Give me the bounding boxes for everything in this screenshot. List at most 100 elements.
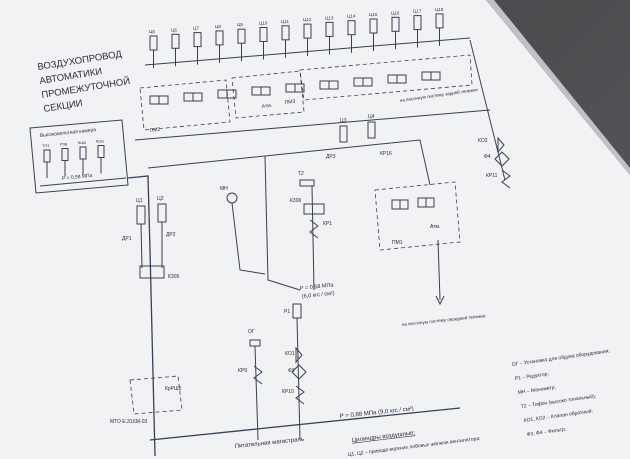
paper-shadow-edge bbox=[486, 0, 630, 175]
pressure-low: Р = 0,58 МПа bbox=[62, 173, 93, 182]
top-cylinder-label: Ц7 bbox=[193, 26, 199, 31]
high-voltage-box: Высоковольтная камера ТП1 РЗ8 КШ2 КШ1 Р = 0… bbox=[29, 119, 129, 194]
dr1-label: ДР1 bbox=[122, 236, 132, 242]
valve-k306 bbox=[303, 203, 325, 215]
valve-k305 bbox=[139, 265, 165, 279]
top-cylinder-label: Ц8 bbox=[215, 24, 221, 29]
top-cylinder: Ц17 bbox=[413, 9, 422, 48]
top-cylinder-label: Ц16 bbox=[391, 10, 400, 15]
ko2-label: КО2 bbox=[478, 138, 488, 144]
c2-label: Ц2 bbox=[157, 196, 164, 202]
hv-component-label: КШ2 bbox=[78, 140, 87, 145]
top-cylinder: Ц13 bbox=[325, 15, 334, 55]
top-cylinder-label: Ц13 bbox=[325, 15, 334, 20]
ko1-label: КО1 bbox=[285, 351, 295, 357]
left-cylinders: Ц1 Ц2 ДР1 ДР2 К305 bbox=[122, 196, 179, 280]
k306-label: К306 bbox=[290, 198, 301, 204]
f4-label: Ф4 bbox=[484, 154, 491, 160]
top-cylinder: Ц7 bbox=[193, 26, 202, 65]
pm2-label: ПМ2 bbox=[149, 127, 160, 134]
kp10-label: КР10 bbox=[282, 389, 294, 395]
k305-label: К305 bbox=[168, 274, 179, 280]
top-cylinder-label: Ц18 bbox=[435, 7, 444, 12]
mto-block: КрРШ5 МТО Е.31ХМ-03 bbox=[110, 375, 183, 425]
kr10-symbol bbox=[295, 385, 305, 405]
right-items: КО2 Ф4 КР11 bbox=[478, 136, 511, 189]
top-cylinder-label: Ц15 bbox=[369, 12, 378, 17]
top-cylinders: Ц5 Ц6 Ц7 Ц8 Ц9 Ц10 Ц11 Ц12 Ц13 Ц14 Ц15 Ц16 Ц17 Ц18 bbox=[149, 7, 444, 68]
pm1-block bbox=[374, 181, 461, 251]
hv-box-title: Высоковольтная камера bbox=[40, 127, 97, 139]
kp9-label: КР9 bbox=[238, 368, 247, 374]
dr3-label: ДР3 bbox=[326, 154, 336, 160]
top-cylinder: Ц14 bbox=[347, 14, 356, 53]
check-valve-ko1 bbox=[295, 346, 303, 364]
kp16-label: КР16 bbox=[380, 151, 392, 157]
kp11-label: КР11 bbox=[486, 173, 498, 179]
check-valve-ko2 bbox=[497, 136, 505, 154]
upper-return bbox=[134, 109, 491, 141]
upper-bus bbox=[144, 37, 471, 66]
hv-component-label: КШ1 bbox=[96, 139, 105, 144]
c1-label: Ц1 bbox=[136, 198, 143, 204]
c3-label: Ц3 bbox=[340, 118, 347, 124]
tifon-t2 bbox=[299, 179, 315, 187]
atm-label-top: Атм. bbox=[261, 103, 272, 110]
top-cylinder-label: Ц17 bbox=[413, 9, 422, 14]
top-cylinder: Ц15 bbox=[369, 12, 378, 51]
sander-arrow bbox=[435, 295, 445, 306]
mn-label: МН bbox=[220, 186, 228, 192]
dr2-label: ДР2 bbox=[166, 232, 176, 238]
cylinder-c4 bbox=[367, 121, 376, 139]
t2-label: Т2 bbox=[298, 171, 304, 177]
top-cylinder: Ц12 bbox=[303, 17, 312, 57]
top-cylinder-label: Ц14 bbox=[347, 14, 356, 19]
p1-label: Р1 bbox=[284, 309, 290, 315]
pressure-mid: Р = 0,58 МПа bbox=[300, 282, 335, 292]
top-cylinder: Ц10 bbox=[259, 21, 268, 60]
top-cylinder-label: Ц12 bbox=[303, 17, 312, 22]
legend-item: МН – Манометр; bbox=[517, 385, 556, 396]
top-cylinder: Ц16 bbox=[391, 10, 400, 50]
top-cylinder: Ц18 bbox=[435, 7, 444, 46]
pm3-block bbox=[231, 70, 305, 119]
top-cylinder-label: Ц11 bbox=[281, 19, 289, 24]
filter-f3 bbox=[291, 364, 307, 380]
main-bus bbox=[127, 175, 156, 457]
hv-component-label: РЗ8 bbox=[60, 142, 68, 147]
pressure-mid-2: (6,0 кгс / см²) bbox=[302, 291, 335, 300]
pm3-label: ПМ3 bbox=[284, 99, 295, 106]
og-group: ОГ КР9 bbox=[238, 329, 263, 441]
cylinder-c3 bbox=[339, 125, 348, 143]
tifon-group: Т2 К306 КР1 bbox=[290, 171, 332, 291]
filter-f4 bbox=[494, 151, 510, 167]
c4-label: Ц4 bbox=[368, 114, 375, 120]
pm1-label: ПМ1 bbox=[392, 240, 403, 246]
kr11-symbol bbox=[501, 169, 511, 189]
top-cylinder-label: Ц9 bbox=[237, 22, 243, 27]
top-cylinder: Ц5 bbox=[149, 29, 158, 68]
legend-item: Р1 – Редуктор; bbox=[514, 371, 549, 382]
right-bus bbox=[264, 139, 431, 186]
f3-label: Ф3 bbox=[288, 368, 295, 374]
top-cylinder-label: Ц5 bbox=[149, 29, 155, 34]
hv-component-label: ТП1 bbox=[42, 143, 50, 148]
atm-label-mid: Атм. bbox=[430, 224, 440, 230]
krsh5-label: КрРШ5 bbox=[165, 386, 182, 392]
kr1-symbol bbox=[309, 219, 319, 239]
kr9-symbol bbox=[253, 365, 263, 385]
reducer-group: Р1 КО1 Ф3 КР10 bbox=[282, 303, 307, 441]
upper-right-vertical bbox=[469, 39, 506, 181]
supply-line bbox=[149, 407, 461, 441]
top-cylinder-label: Ц10 bbox=[259, 21, 268, 26]
og-label: ОГ bbox=[248, 329, 255, 335]
pm2-block bbox=[139, 79, 231, 131]
kp1-label: КР1 bbox=[323, 221, 332, 227]
top-cylinder: Ц9 bbox=[237, 22, 246, 62]
manometer: МН bbox=[220, 186, 266, 275]
top-cylinder: Ц6 bbox=[171, 27, 180, 67]
upper-valve-blocks: ПМ2 ПМ3 Атм. bbox=[139, 54, 473, 134]
legend-item: Ф3, Ф4 – Фильтр; bbox=[526, 427, 566, 438]
